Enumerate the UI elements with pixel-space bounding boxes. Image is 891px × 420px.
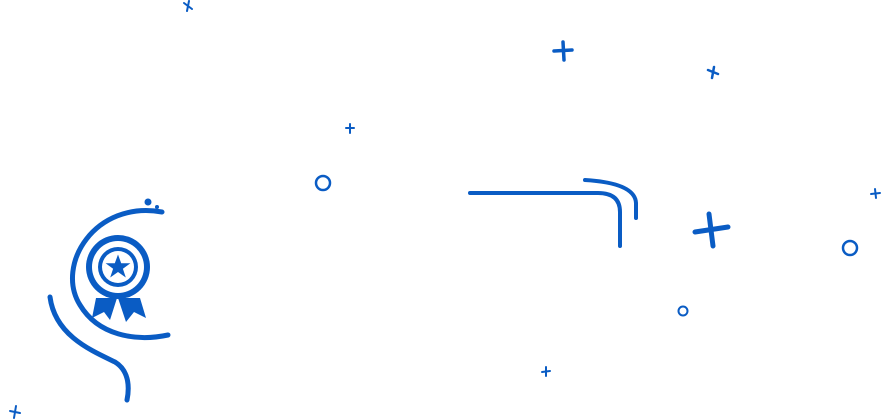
- badge-lower-swoosh: [47, 294, 131, 403]
- star-icon: [105, 254, 131, 278]
- circle-outline-icon: [677, 305, 689, 317]
- award-badge-cluster: [47, 198, 171, 403]
- badge-dot-2: [155, 205, 159, 209]
- plus-sparkle-icon: [552, 40, 574, 62]
- award-ribbon-icon: [86, 235, 150, 299]
- circle-outline-icon: [841, 239, 859, 257]
- badge-crescent-arc: [70, 208, 171, 340]
- plus-sparkle-icon: [9, 405, 21, 419]
- plus-sparkle-icon: [541, 366, 551, 377]
- plus-sparkle-icon: [692, 211, 731, 249]
- circle-outline-icon: [314, 174, 332, 192]
- plus-sparkle-icon: [706, 65, 720, 80]
- plus-sparkle-icon: [345, 123, 355, 134]
- rings: [314, 174, 859, 317]
- badge-ribbon-right: [118, 298, 146, 322]
- swoosh-line-outer: [468, 191, 622, 248]
- swoosh-line-inner: [583, 178, 638, 220]
- plus-sparkle-icon: [870, 188, 881, 199]
- plus-sparkle-icon: [183, 0, 193, 12]
- badge-ribbon-left: [92, 298, 117, 320]
- swoosh-decoration: [468, 178, 638, 248]
- badge-dot-1: [144, 198, 152, 206]
- sparkles: [9, 0, 881, 419]
